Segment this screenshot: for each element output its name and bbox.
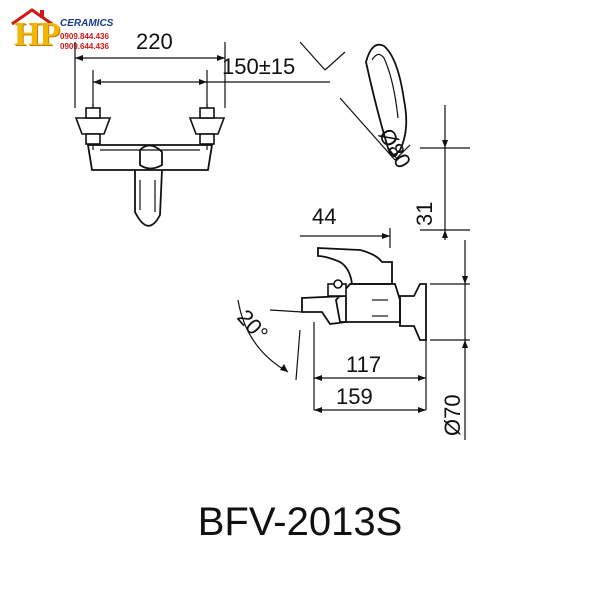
brand-logo: HP CERAMICS 0909.844.436 0909.644.436 bbox=[2, 2, 132, 62]
logo-brand-text: HP bbox=[14, 16, 60, 53]
logo-subtitle: CERAMICS bbox=[60, 18, 114, 29]
logo-phone-2: 0909.644.436 bbox=[60, 42, 109, 51]
dim-150-label: 150±15 bbox=[222, 54, 295, 79]
dim-44-label: 44 bbox=[312, 204, 336, 229]
dim-117-label: 117 bbox=[346, 352, 381, 377]
dim-o70-label: Ø70 bbox=[440, 394, 465, 436]
dim-220-label: 220 bbox=[136, 29, 173, 54]
dim-angle-label: 20° bbox=[232, 305, 273, 346]
model-code: BFV-2013S bbox=[197, 500, 403, 544]
dim-o80-label: Ø80 bbox=[374, 124, 416, 173]
handshower-view bbox=[299, 41, 470, 240]
side-view bbox=[237, 228, 470, 440]
front-view bbox=[74, 42, 330, 227]
dim-31-label: 31 bbox=[412, 202, 437, 226]
dim-159-label: 159 bbox=[336, 384, 373, 409]
logo-phone-1: 0909.844.436 bbox=[60, 32, 109, 41]
house-roof-icon bbox=[11, 8, 53, 26]
